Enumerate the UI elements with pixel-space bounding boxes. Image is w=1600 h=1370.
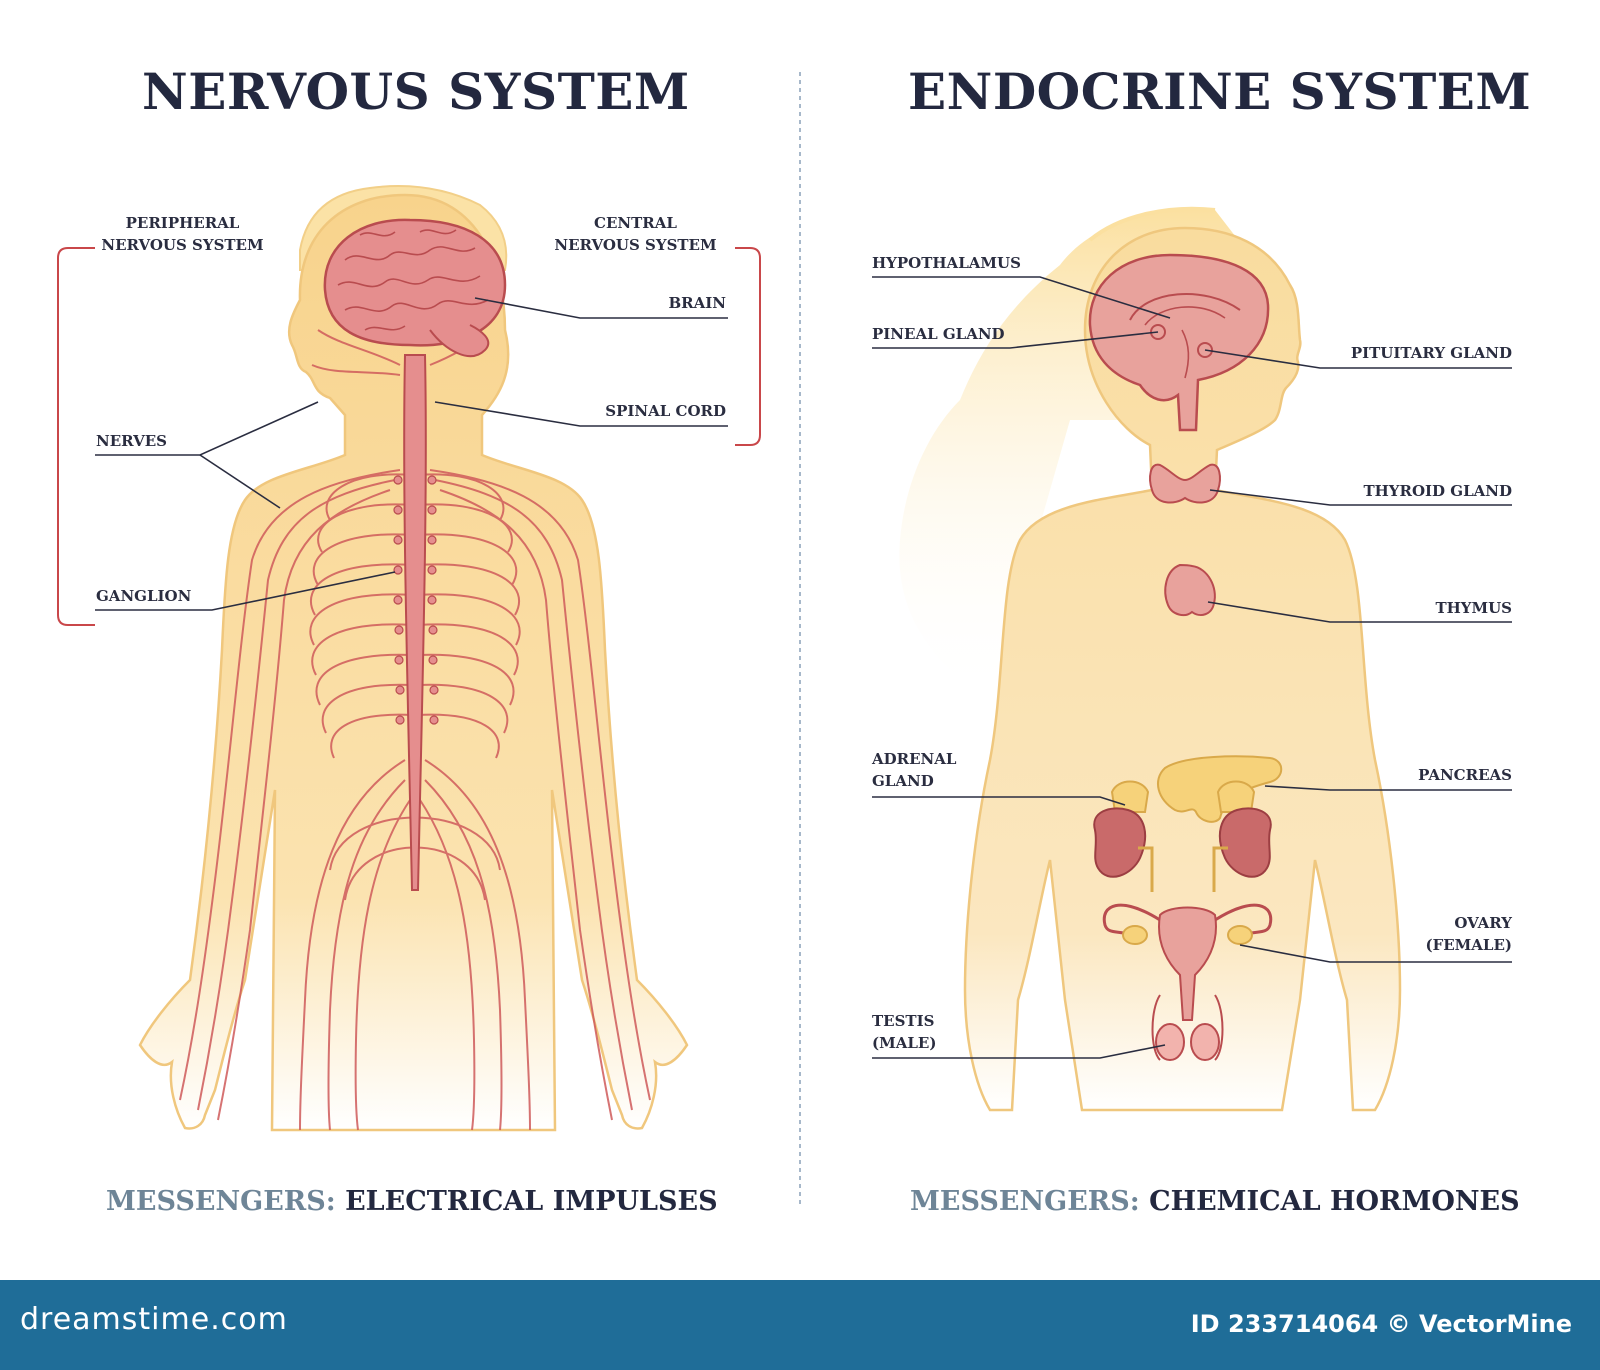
ganglia (393, 475, 439, 725)
brain (323, 218, 507, 357)
endocrine-leader-lines (872, 276, 1512, 1059)
adrenal-glands-and-kidneys (1093, 780, 1272, 892)
messengers-value: CHEMICAL HORMONES (1149, 1186, 1520, 1217)
spinal-cord (403, 354, 427, 891)
infographic: NERVOUS SYSTEM ENDOCRINE SYSTEM PERIPHER… (57, 62, 1532, 1217)
messengers-key: MESSENGERS: (106, 1186, 336, 1217)
dreamstime-logo: dreamstime.com (20, 1302, 288, 1337)
label-peripheral-nervous-system: PERIPHERAL NERVOUS SYSTEM (101, 214, 264, 254)
thyroid-gland (1149, 463, 1221, 504)
messengers-key: MESSENGERS: (910, 1186, 1140, 1217)
endocrine-brain (1088, 253, 1270, 432)
label-testis: TESTIS (MALE) (872, 1012, 937, 1052)
nervous-system-title: NERVOUS SYSTEM (142, 62, 690, 121)
label-pancreas: PANCREAS (1418, 766, 1512, 784)
nervous-messengers: MESSENGERS: ELECTRICAL IMPULSES (106, 1186, 718, 1217)
label-central-nervous-system: CENTRAL NERVOUS SYSTEM (554, 214, 717, 254)
nerve-network (179, 329, 651, 1131)
label-ovary: OVARY (FEMALE) (1425, 914, 1513, 954)
messengers-value: ELECTRICAL IMPULSES (345, 1186, 718, 1217)
nervous-leader-lines (95, 297, 728, 611)
testes (1151, 994, 1224, 1061)
label-adrenal-gland: ADRENAL GLAND (872, 750, 957, 790)
endocrine-messengers: MESSENGERS: CHEMICAL HORMONES (910, 1186, 1520, 1217)
label-ganglion: GANGLION (96, 587, 192, 605)
ovaries-and-uterus (1102, 903, 1273, 1021)
label-pineal-gland: PINEAL GLAND (872, 325, 1005, 343)
endocrine-system-title: ENDOCRINE SYSTEM (908, 62, 1532, 121)
thymus (1164, 563, 1216, 617)
watermark-footer: dreamstime.com ID 233714064 © VectorMine (0, 1280, 1600, 1370)
label-nerves: NERVES (96, 432, 167, 450)
label-brain: BRAIN (668, 294, 726, 312)
label-hypothalamus: HYPOTHALAMUS (872, 254, 1021, 272)
label-thyroid-gland: THYROID GLAND (1363, 482, 1512, 500)
illustration (57, 72, 1512, 1205)
female-body-figure (963, 226, 1402, 1112)
label-spinal-cord: SPINAL CORD (605, 402, 726, 420)
label-pituitary-gland: PITUITARY GLAND (1350, 344, 1512, 362)
image-id-credit: ID 233714064 © VectorMine (1190, 1310, 1572, 1338)
peripheral-bracket (57, 247, 95, 626)
label-thymus: THYMUS (1435, 599, 1512, 617)
central-bracket (735, 247, 761, 446)
